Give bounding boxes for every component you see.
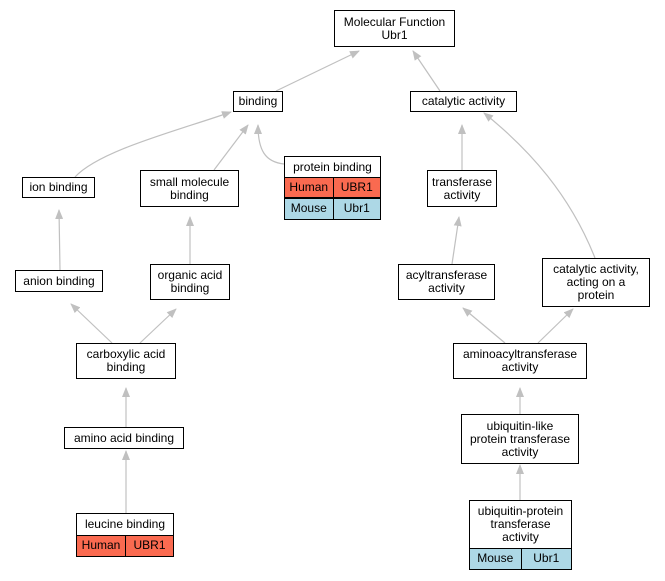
node-small-molecule-binding[interactable]: small molecule binding <box>140 170 239 207</box>
node-label: ion binding <box>29 180 88 194</box>
species-row-mouse: Mouse Ubr1 <box>469 548 572 570</box>
node-label: acyltransferase <box>405 268 488 282</box>
node-label: binding <box>170 187 209 202</box>
edge-acyltransferase-to-transferase <box>451 216 462 265</box>
node-acyltransferase-activity[interactable]: acyltransferase activity <box>398 264 495 300</box>
edge-carboxylic-to-anion <box>70 303 113 344</box>
species-row-human: Human UBR1 <box>76 535 174 557</box>
species-name: Mouse <box>290 201 327 215</box>
species-row-mouse: Mouse Ubr1 <box>284 198 381 220</box>
node-label: activity <box>501 444 539 459</box>
node-catalytic-activity-acting-on-protein[interactable]: catalytic activity, acting on a protein <box>542 258 650 307</box>
node-leucine-binding[interactable]: leucine binding <box>76 513 174 536</box>
node-ubiquitin-protein-transferase-activity[interactable]: ubiquitin-protein transferase activity <box>469 500 572 549</box>
edge-catalytic-to-root <box>412 50 441 92</box>
node-label: small molecule <box>149 174 230 189</box>
gene-symbol: UBR1 <box>332 178 381 197</box>
node-anion-binding[interactable]: anion binding <box>15 270 103 292</box>
species-name: Human <box>81 538 121 552</box>
node-label: activity <box>501 360 539 374</box>
edge-aminoacyl-to-catalytic-protein <box>537 308 574 344</box>
node-label: activity <box>502 530 539 544</box>
node-label: binding <box>106 360 146 374</box>
node-label: ubiquitin-protein <box>477 504 564 518</box>
node-label: acting on a <box>566 275 626 289</box>
node-label: aminoacyltransferase <box>462 347 578 361</box>
gene-symbol: Ubr1 <box>520 549 572 569</box>
species-name: Mouse <box>477 551 514 565</box>
node-label: ubiquitin-like <box>486 418 554 433</box>
node-organic-acid-binding[interactable]: organic acid binding <box>150 264 230 300</box>
node-catalytic-activity[interactable]: catalytic activity <box>410 91 517 112</box>
edge-carboxylic-to-organic-acid <box>139 308 177 344</box>
node-binding[interactable]: binding <box>233 91 283 112</box>
node-label: anion binding <box>23 273 95 288</box>
node-label: binding <box>238 94 278 108</box>
node-label: binding <box>170 281 210 295</box>
node-label: protein transferase <box>469 431 571 446</box>
node-transferase-activity[interactable]: transferase activity <box>427 170 497 207</box>
gene-symbol: Ubr1 <box>332 199 381 219</box>
node-label: transferase <box>431 174 493 189</box>
edge-binding-to-root <box>275 50 360 92</box>
node-ubiquitin-like-protein-transferase-activity[interactable]: ubiquitin-like protein transferase activ… <box>461 414 579 464</box>
edge-catalytic-protein-to-catalytic <box>483 112 596 259</box>
node-molecular-function-root[interactable]: Molecular Function Ubr1 <box>334 10 455 47</box>
node-label: activity <box>428 281 465 295</box>
node-label: Molecular Function <box>343 14 446 29</box>
node-label: protein binding <box>293 159 372 174</box>
edge-aminoacyl-to-acyltransferase <box>462 307 506 344</box>
node-label: activity <box>443 187 481 202</box>
node-label: protein <box>577 288 615 302</box>
edge-anion-to-ion <box>55 209 64 271</box>
edge-ion-to-binding <box>74 111 232 178</box>
node-carboxylic-acid-binding[interactable]: carboxylic acid binding <box>76 343 176 379</box>
node-label: catalytic activity <box>421 94 506 108</box>
edge-protein-to-binding <box>254 124 285 165</box>
node-label: amino acid binding <box>73 430 175 445</box>
node-amino-acid-binding[interactable]: amino acid binding <box>64 427 184 449</box>
node-protein-binding[interactable]: protein binding <box>284 156 381 178</box>
node-label: Ubr1 <box>381 27 408 42</box>
edge-small-molecule-to-binding <box>213 124 249 171</box>
node-label: transferase <box>490 517 551 531</box>
species-name: Human <box>289 180 329 194</box>
node-label: catalytic activity, <box>553 262 639 276</box>
gene-symbol: UBR1 <box>125 536 173 556</box>
node-label: organic acid <box>157 268 223 282</box>
node-ion-binding[interactable]: ion binding <box>22 177 95 198</box>
node-aminoacyltransferase-activity[interactable]: aminoacyltransferase activity <box>453 343 587 379</box>
node-label: carboxylic acid <box>86 347 166 361</box>
species-row-human: Human UBR1 <box>284 177 381 198</box>
node-label: leucine binding <box>84 517 166 531</box>
